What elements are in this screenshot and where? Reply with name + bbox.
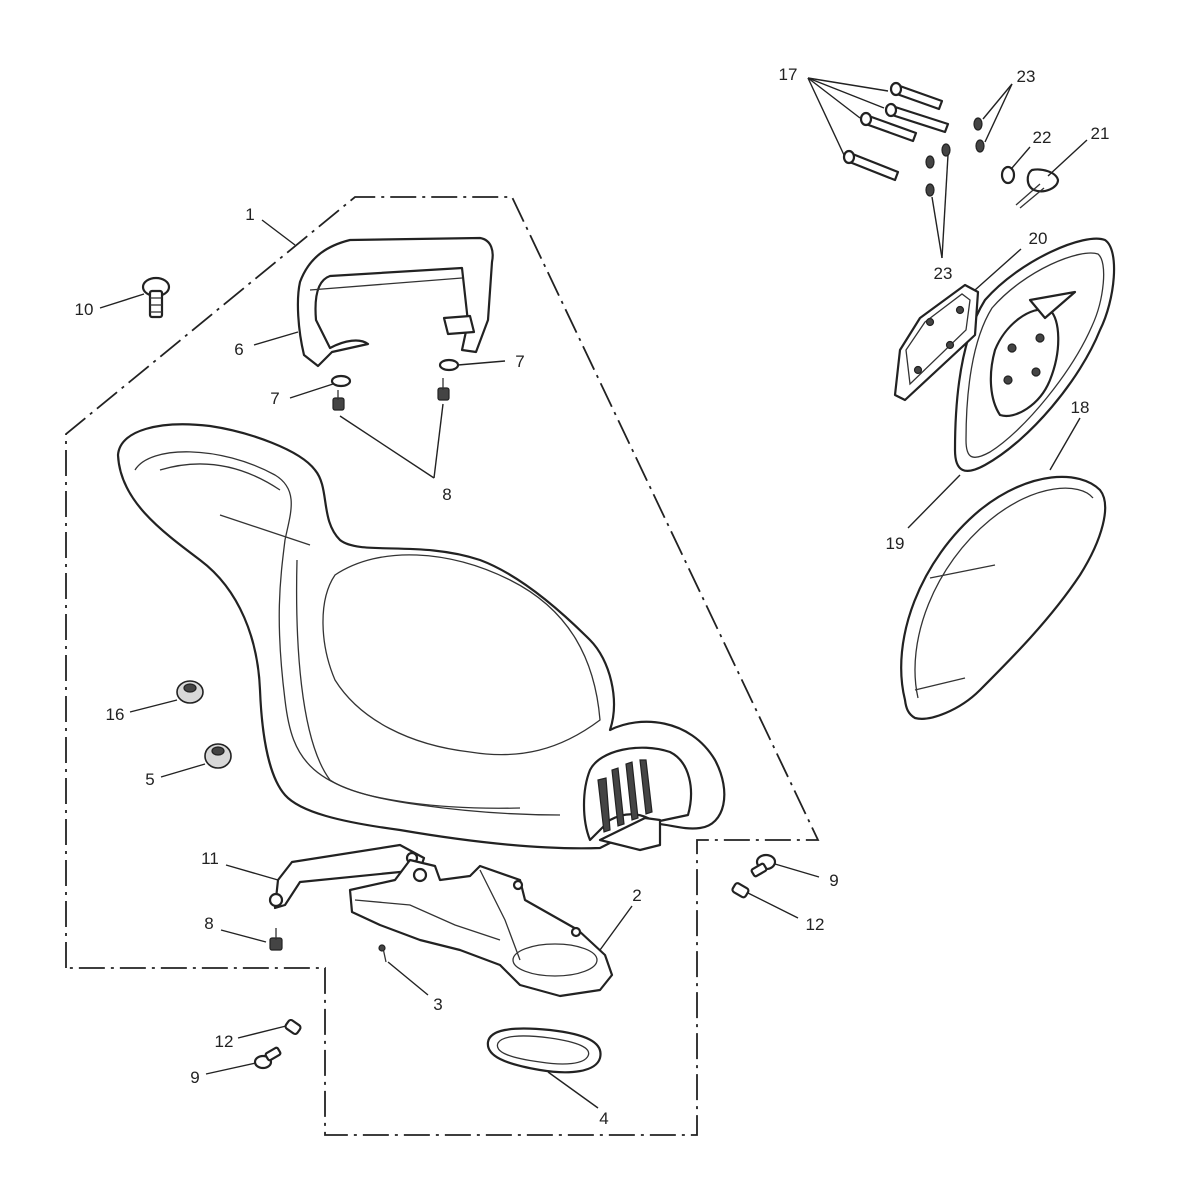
- callout-16: 16: [106, 705, 125, 724]
- washer-7-right: [438, 358, 460, 372]
- callout-3: 3: [433, 995, 442, 1014]
- assembly-boundary: [65, 196, 820, 1136]
- callout-9-right: 9: [829, 871, 838, 890]
- seal-ring-4: [486, 1027, 602, 1074]
- callout-8-upper: 8: [442, 485, 451, 504]
- screw-3: [378, 944, 387, 963]
- callout-7-left: 7: [270, 389, 279, 408]
- callout-1: 1: [245, 205, 254, 224]
- grab-rail-part: [296, 236, 494, 368]
- grommet-5: [204, 743, 232, 769]
- screw-8-left: [332, 390, 345, 411]
- callout-23-upper: 23: [1017, 67, 1036, 86]
- seat-part: [116, 423, 726, 852]
- nut-12-lower: [284, 1018, 302, 1036]
- screw-9-right: [750, 853, 777, 878]
- callout-8-lower: 8: [204, 914, 213, 933]
- screw-8-right: [437, 378, 450, 401]
- washer-22: [1000, 165, 1016, 185]
- washers-23: [925, 117, 985, 197]
- callout-23-lower: 23: [934, 264, 953, 283]
- callout-18: 18: [1071, 398, 1090, 417]
- bolt-10: [141, 276, 171, 319]
- callout-19: 19: [886, 534, 905, 553]
- seat-cowl-20: [953, 237, 1116, 472]
- callout-2: 2: [632, 886, 641, 905]
- screw-9-lower: [253, 1046, 282, 1070]
- callout-9-lower: 9: [190, 1068, 199, 1087]
- seat-tray-2: [348, 858, 614, 998]
- bolts-17: [842, 81, 950, 182]
- callout-17: 17: [779, 65, 798, 84]
- seat-cover-18: [900, 475, 1107, 720]
- callout-10: 10: [75, 300, 94, 319]
- callout-11: 11: [201, 849, 219, 868]
- callout-7-right: 7: [515, 352, 524, 371]
- callout-5: 5: [145, 770, 154, 789]
- callout-20: 20: [1029, 229, 1048, 248]
- leader-lines: [99, 77, 1088, 1109]
- nut-21: [1015, 168, 1060, 209]
- washer-7-left: [330, 374, 352, 388]
- callout-12-lower: 12: [215, 1032, 234, 1051]
- callout-22: 22: [1033, 128, 1052, 147]
- grommet-16: [176, 680, 204, 704]
- callout-6: 6: [234, 340, 243, 359]
- nut-12-right: [731, 882, 750, 899]
- callout-21: 21: [1091, 124, 1110, 143]
- screw-8-lower: [269, 928, 283, 951]
- mounting-plate-19: [893, 283, 980, 402]
- callout-12-right: 12: [806, 915, 825, 934]
- callout-4: 4: [599, 1109, 608, 1128]
